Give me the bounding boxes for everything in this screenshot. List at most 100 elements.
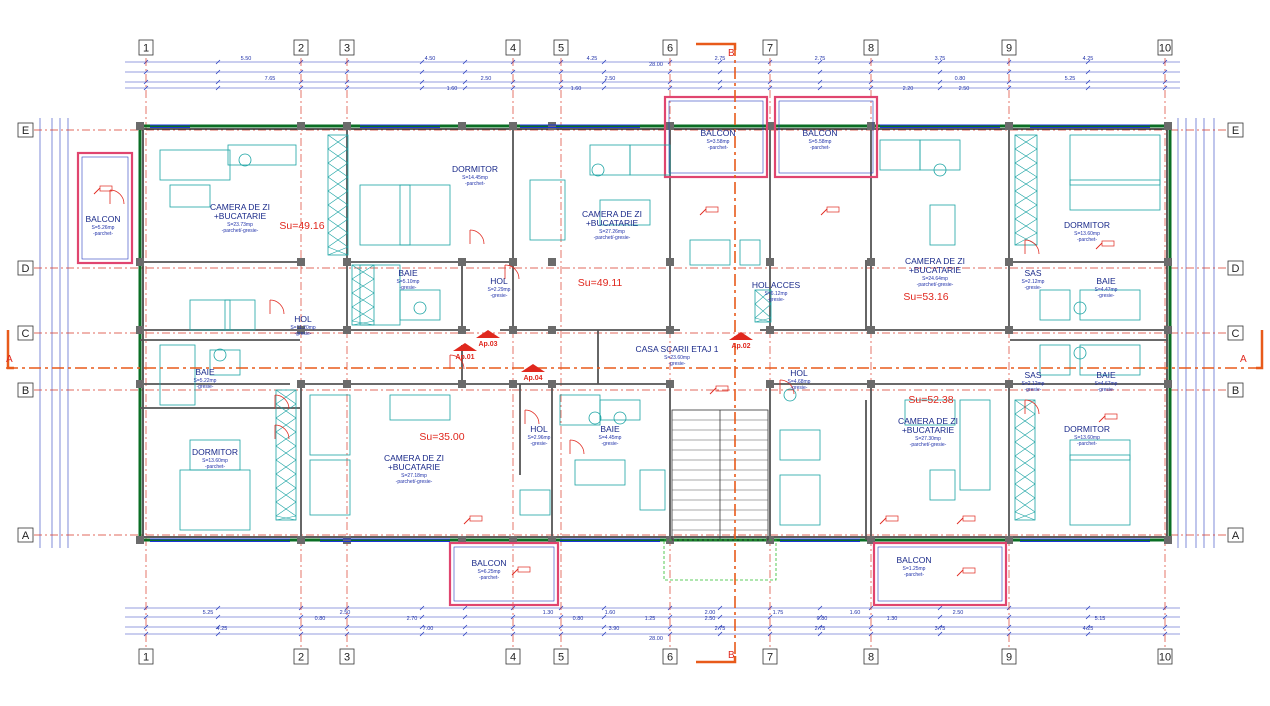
apartment-tag: Ap.02 bbox=[731, 343, 750, 350]
dim-tick bbox=[419, 85, 425, 91]
room-area: S=2.12mp bbox=[1022, 381, 1045, 387]
balcony-inner bbox=[877, 546, 1003, 602]
room-finish: -parchet- bbox=[479, 575, 499, 581]
dim-value: 1.30 bbox=[543, 610, 554, 616]
dim-value: 3.90 bbox=[609, 626, 620, 632]
dim-tick bbox=[601, 69, 607, 75]
dim-tick bbox=[717, 605, 723, 611]
dim-value: 2.20 bbox=[903, 86, 914, 92]
structural-column bbox=[867, 122, 875, 130]
dim-value: 2.50 bbox=[953, 610, 964, 616]
axis-label: 3 bbox=[344, 652, 350, 664]
dim-tick bbox=[215, 79, 221, 85]
fixture bbox=[588, 411, 602, 425]
structural-column bbox=[509, 536, 517, 544]
room-name: HOL bbox=[790, 368, 808, 378]
axis-label: B bbox=[1232, 385, 1239, 397]
furniture-item bbox=[159, 344, 196, 406]
usable-area-label: Su=49.11 bbox=[578, 277, 623, 289]
dim-tick bbox=[937, 631, 943, 637]
room-area: S=4.68mp bbox=[788, 379, 811, 385]
structural-column bbox=[343, 380, 351, 388]
shaft-hatch bbox=[351, 264, 375, 326]
dim-tick bbox=[1085, 79, 1091, 85]
structural-column bbox=[458, 536, 466, 544]
door-swing bbox=[269, 299, 285, 315]
section-arrow-top bbox=[696, 42, 737, 50]
room-finish: -parchet- bbox=[904, 572, 924, 578]
dim-tick bbox=[419, 79, 425, 85]
axis-label: 9 bbox=[1006, 652, 1012, 664]
structural-column bbox=[136, 326, 144, 334]
room-area: S=5.58mp bbox=[809, 139, 832, 145]
furniture-item bbox=[959, 399, 991, 491]
hatch-line bbox=[1014, 413, 1036, 429]
dim-value: 2.50 bbox=[959, 86, 970, 92]
section-label-left: A bbox=[6, 354, 13, 365]
room-area: S=2.96mp bbox=[528, 435, 551, 441]
shaft-hatch bbox=[754, 289, 772, 323]
hatch-line bbox=[1014, 134, 1038, 150]
level-marker-arrow bbox=[820, 208, 828, 216]
structural-column bbox=[666, 258, 674, 266]
section-arrow-left bbox=[6, 330, 14, 370]
room-label: CAMERA DE ZI+BUCATARIES=24.64mp-parchet/… bbox=[905, 256, 965, 288]
axis-label-box bbox=[863, 39, 879, 56]
structural-column bbox=[458, 122, 466, 130]
structural-column bbox=[297, 258, 305, 266]
room-finish: -gresie- bbox=[295, 331, 312, 337]
fixture bbox=[1073, 301, 1087, 315]
structural-column bbox=[548, 326, 556, 334]
dim-tick bbox=[767, 69, 773, 75]
dim-tick bbox=[462, 79, 468, 85]
level-marker bbox=[962, 515, 976, 522]
dim-tick bbox=[817, 85, 823, 91]
furniture-item bbox=[169, 184, 211, 208]
building-structure bbox=[76, 95, 1172, 607]
room-name: BAIE bbox=[600, 424, 620, 434]
axis-label: 4 bbox=[510, 43, 516, 55]
room-area: S=27.18mp bbox=[401, 473, 427, 479]
room-name: SAS bbox=[1024, 268, 1041, 278]
furniture-item bbox=[227, 144, 297, 166]
room-area: S=14.45mp bbox=[462, 175, 488, 181]
apartment-tag: Ap.03 bbox=[478, 341, 497, 348]
furniture-item bbox=[639, 469, 666, 511]
dim-value: 0.80 bbox=[817, 616, 828, 622]
structural-column bbox=[509, 122, 517, 130]
door-swing bbox=[449, 354, 465, 370]
level-marker-arrow bbox=[511, 568, 519, 576]
hatch-line bbox=[1014, 441, 1036, 457]
fixture bbox=[1073, 346, 1087, 360]
structural-column bbox=[548, 258, 556, 266]
dim-tick bbox=[767, 624, 773, 630]
structural-column bbox=[1005, 380, 1013, 388]
usable-area-label: Su=35.00 bbox=[419, 431, 464, 443]
fixture bbox=[783, 388, 797, 402]
dim-tick bbox=[419, 624, 425, 630]
dim-tick bbox=[462, 631, 468, 637]
furniture-layout bbox=[93, 134, 1161, 577]
level-marker-arrow bbox=[93, 187, 101, 195]
dim-tick bbox=[143, 69, 149, 75]
axis-label-box bbox=[1001, 39, 1017, 56]
dim-value: 0.80 bbox=[573, 616, 584, 622]
room-name: DORMITOR bbox=[1064, 424, 1110, 434]
structural-column bbox=[1164, 122, 1172, 130]
dim-tick bbox=[717, 79, 723, 85]
structural-column bbox=[766, 122, 774, 130]
fixture bbox=[613, 411, 627, 425]
usable-area-label: Su=53.16 bbox=[903, 291, 948, 303]
dim-value: 7.65 bbox=[265, 76, 276, 82]
room-finish: -parchet- bbox=[810, 145, 830, 151]
axis-label-box bbox=[662, 39, 678, 56]
axis-label: 2 bbox=[298, 652, 304, 664]
structural-column bbox=[343, 258, 351, 266]
room-area: S=27.26mp bbox=[599, 229, 625, 235]
door-swing bbox=[274, 394, 290, 410]
furniture-item bbox=[1079, 344, 1141, 376]
dim-value: 2.50 bbox=[605, 76, 616, 82]
dim-value: 1.30 bbox=[887, 616, 898, 622]
